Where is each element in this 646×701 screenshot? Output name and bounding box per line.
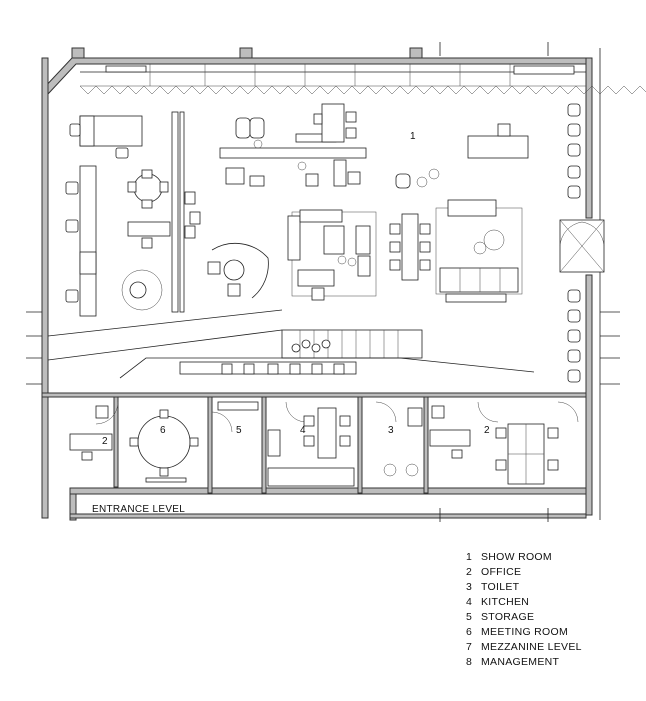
- legend-num: 2: [466, 566, 473, 578]
- section-markers: [26, 42, 620, 522]
- stair-mezzanine: [47, 309, 535, 379]
- room-number-4: 4: [300, 425, 306, 436]
- room-legend: 1 SHOW ROOM 2 OFFICE 3 TOILET 4 KITCHEN 5 STO…: [466, 550, 636, 670]
- legend-item: 7 MEZZANINE LEVEL: [466, 640, 636, 655]
- legend-label: MEZZANINE LEVEL: [481, 641, 582, 653]
- legend-item: 5 STORAGE: [466, 610, 636, 625]
- room-number-2-right: 2: [484, 425, 490, 436]
- room-number-5: 5: [236, 425, 242, 436]
- round-table-cluster: [121, 169, 171, 311]
- entrance-level-label: ENTRANCE LEVEL: [92, 504, 185, 515]
- legend-num: 4: [466, 596, 473, 608]
- room-number-6: 6: [160, 425, 166, 436]
- room-number-2-left: 2: [102, 436, 108, 447]
- legend-num: 6: [466, 626, 473, 638]
- partition-walls: [171, 111, 201, 313]
- top-window-band: [79, 64, 646, 95]
- legend-item: 2 OFFICE: [466, 565, 636, 580]
- legend-item: 6 MEETING ROOM: [466, 625, 636, 640]
- legend-label: OFFICE: [481, 566, 522, 578]
- legend-label: KITCHEN: [481, 596, 530, 608]
- legend-num: 3: [466, 581, 473, 593]
- legend-item: 4 KITCHEN: [466, 595, 636, 610]
- legend-item: 3 TOILET: [466, 580, 636, 595]
- legend-label: MANAGEMENT: [481, 656, 560, 668]
- legend-label: MEETING ROOM: [481, 626, 569, 638]
- legend-num: 8: [466, 656, 473, 668]
- legend-label: TOILET: [481, 581, 520, 593]
- lower-rooms: [69, 396, 579, 494]
- floor-plan: 1 2 6 5 4 3 2 ENTRANCE LEVEL: [26, 42, 646, 522]
- legend-num: 7: [466, 641, 473, 653]
- room-number-3: 3: [388, 425, 394, 436]
- room-number-1: 1: [410, 131, 416, 142]
- legend-label: SHOW ROOM: [481, 551, 552, 563]
- legend-item: 1 SHOW ROOM: [466, 550, 636, 565]
- legend-num: 1: [466, 551, 473, 563]
- outer-walls: [41, 47, 601, 521]
- showroom-furniture: [207, 103, 529, 303]
- right-wall-seating: [567, 103, 581, 383]
- legend-item: 8 MANAGEMENT: [466, 655, 636, 670]
- legend-num: 5: [466, 611, 473, 623]
- left-workstations: [65, 115, 143, 317]
- legend-label: STORAGE: [481, 611, 535, 623]
- side-entrance: [559, 219, 605, 273]
